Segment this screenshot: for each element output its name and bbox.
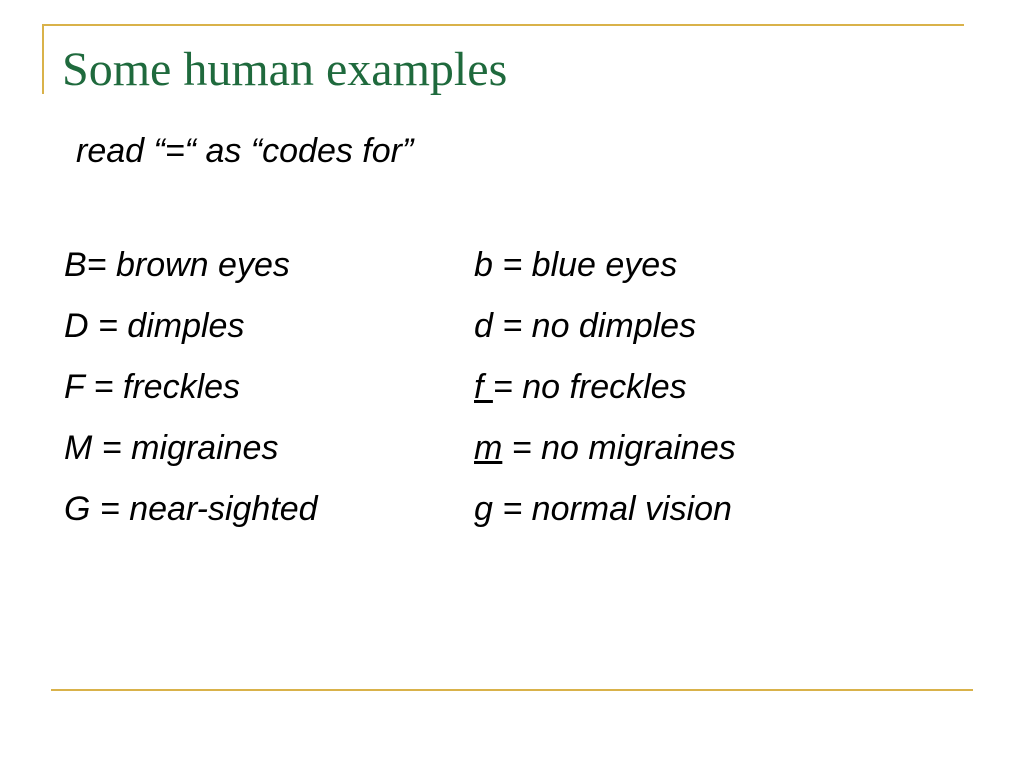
recessive-symbol-vision: g	[474, 490, 493, 528]
slide-title: Some human examples	[62, 43, 508, 96]
slide-subtitle: read “=“ as “codes for”	[76, 132, 414, 170]
recessive-symbol-eyes: b	[474, 246, 493, 284]
allele-code-list: B= brown eyes b = blue eyes D = dimples …	[64, 244, 964, 549]
code-row-migraines: M = migraines m = no migraines	[64, 427, 964, 488]
recessive-allele-migraines: m = no migraines	[474, 427, 736, 469]
bottom-accent-rule	[51, 689, 973, 691]
recessive-allele-eyes: b = blue eyes	[474, 244, 677, 286]
recessive-meaning-migraines: = no migraines	[502, 429, 736, 467]
code-row-dimples: D = dimples d = no dimples	[64, 305, 964, 366]
recessive-meaning-vision: = normal vision	[492, 490, 732, 528]
top-accent-rule	[43, 24, 964, 26]
recessive-allele-vision: g = normal vision	[474, 488, 732, 530]
recessive-allele-freckles: f = no freckles	[474, 366, 687, 408]
dominant-allele-dimples: D = dimples	[64, 307, 245, 345]
code-row-freckles: F = freckles f = no freckles	[64, 366, 964, 427]
recessive-meaning-eyes: = blue eyes	[492, 246, 678, 284]
dominant-allele-migraines: M = migraines	[64, 429, 279, 467]
dominant-allele-freckles: F = freckles	[64, 368, 241, 406]
recessive-symbol-migraines: m	[474, 429, 503, 467]
recessive-meaning-dimples: = no dimples	[492, 307, 697, 345]
recessive-symbol-dimples: d	[474, 307, 493, 345]
recessive-meaning-freckles: = no freckles	[492, 368, 687, 406]
dominant-allele-vision: G = near-sighted	[64, 490, 318, 528]
code-row-eyes: B= brown eyes b = blue eyes	[64, 244, 964, 305]
recessive-allele-dimples: d = no dimples	[474, 305, 696, 347]
code-row-vision: G = near-sighted g = normal vision	[64, 488, 964, 549]
recessive-symbol-freckles: f	[474, 368, 493, 406]
dominant-allele-eyes: B= brown eyes	[64, 246, 290, 284]
left-accent-rule	[42, 24, 44, 94]
